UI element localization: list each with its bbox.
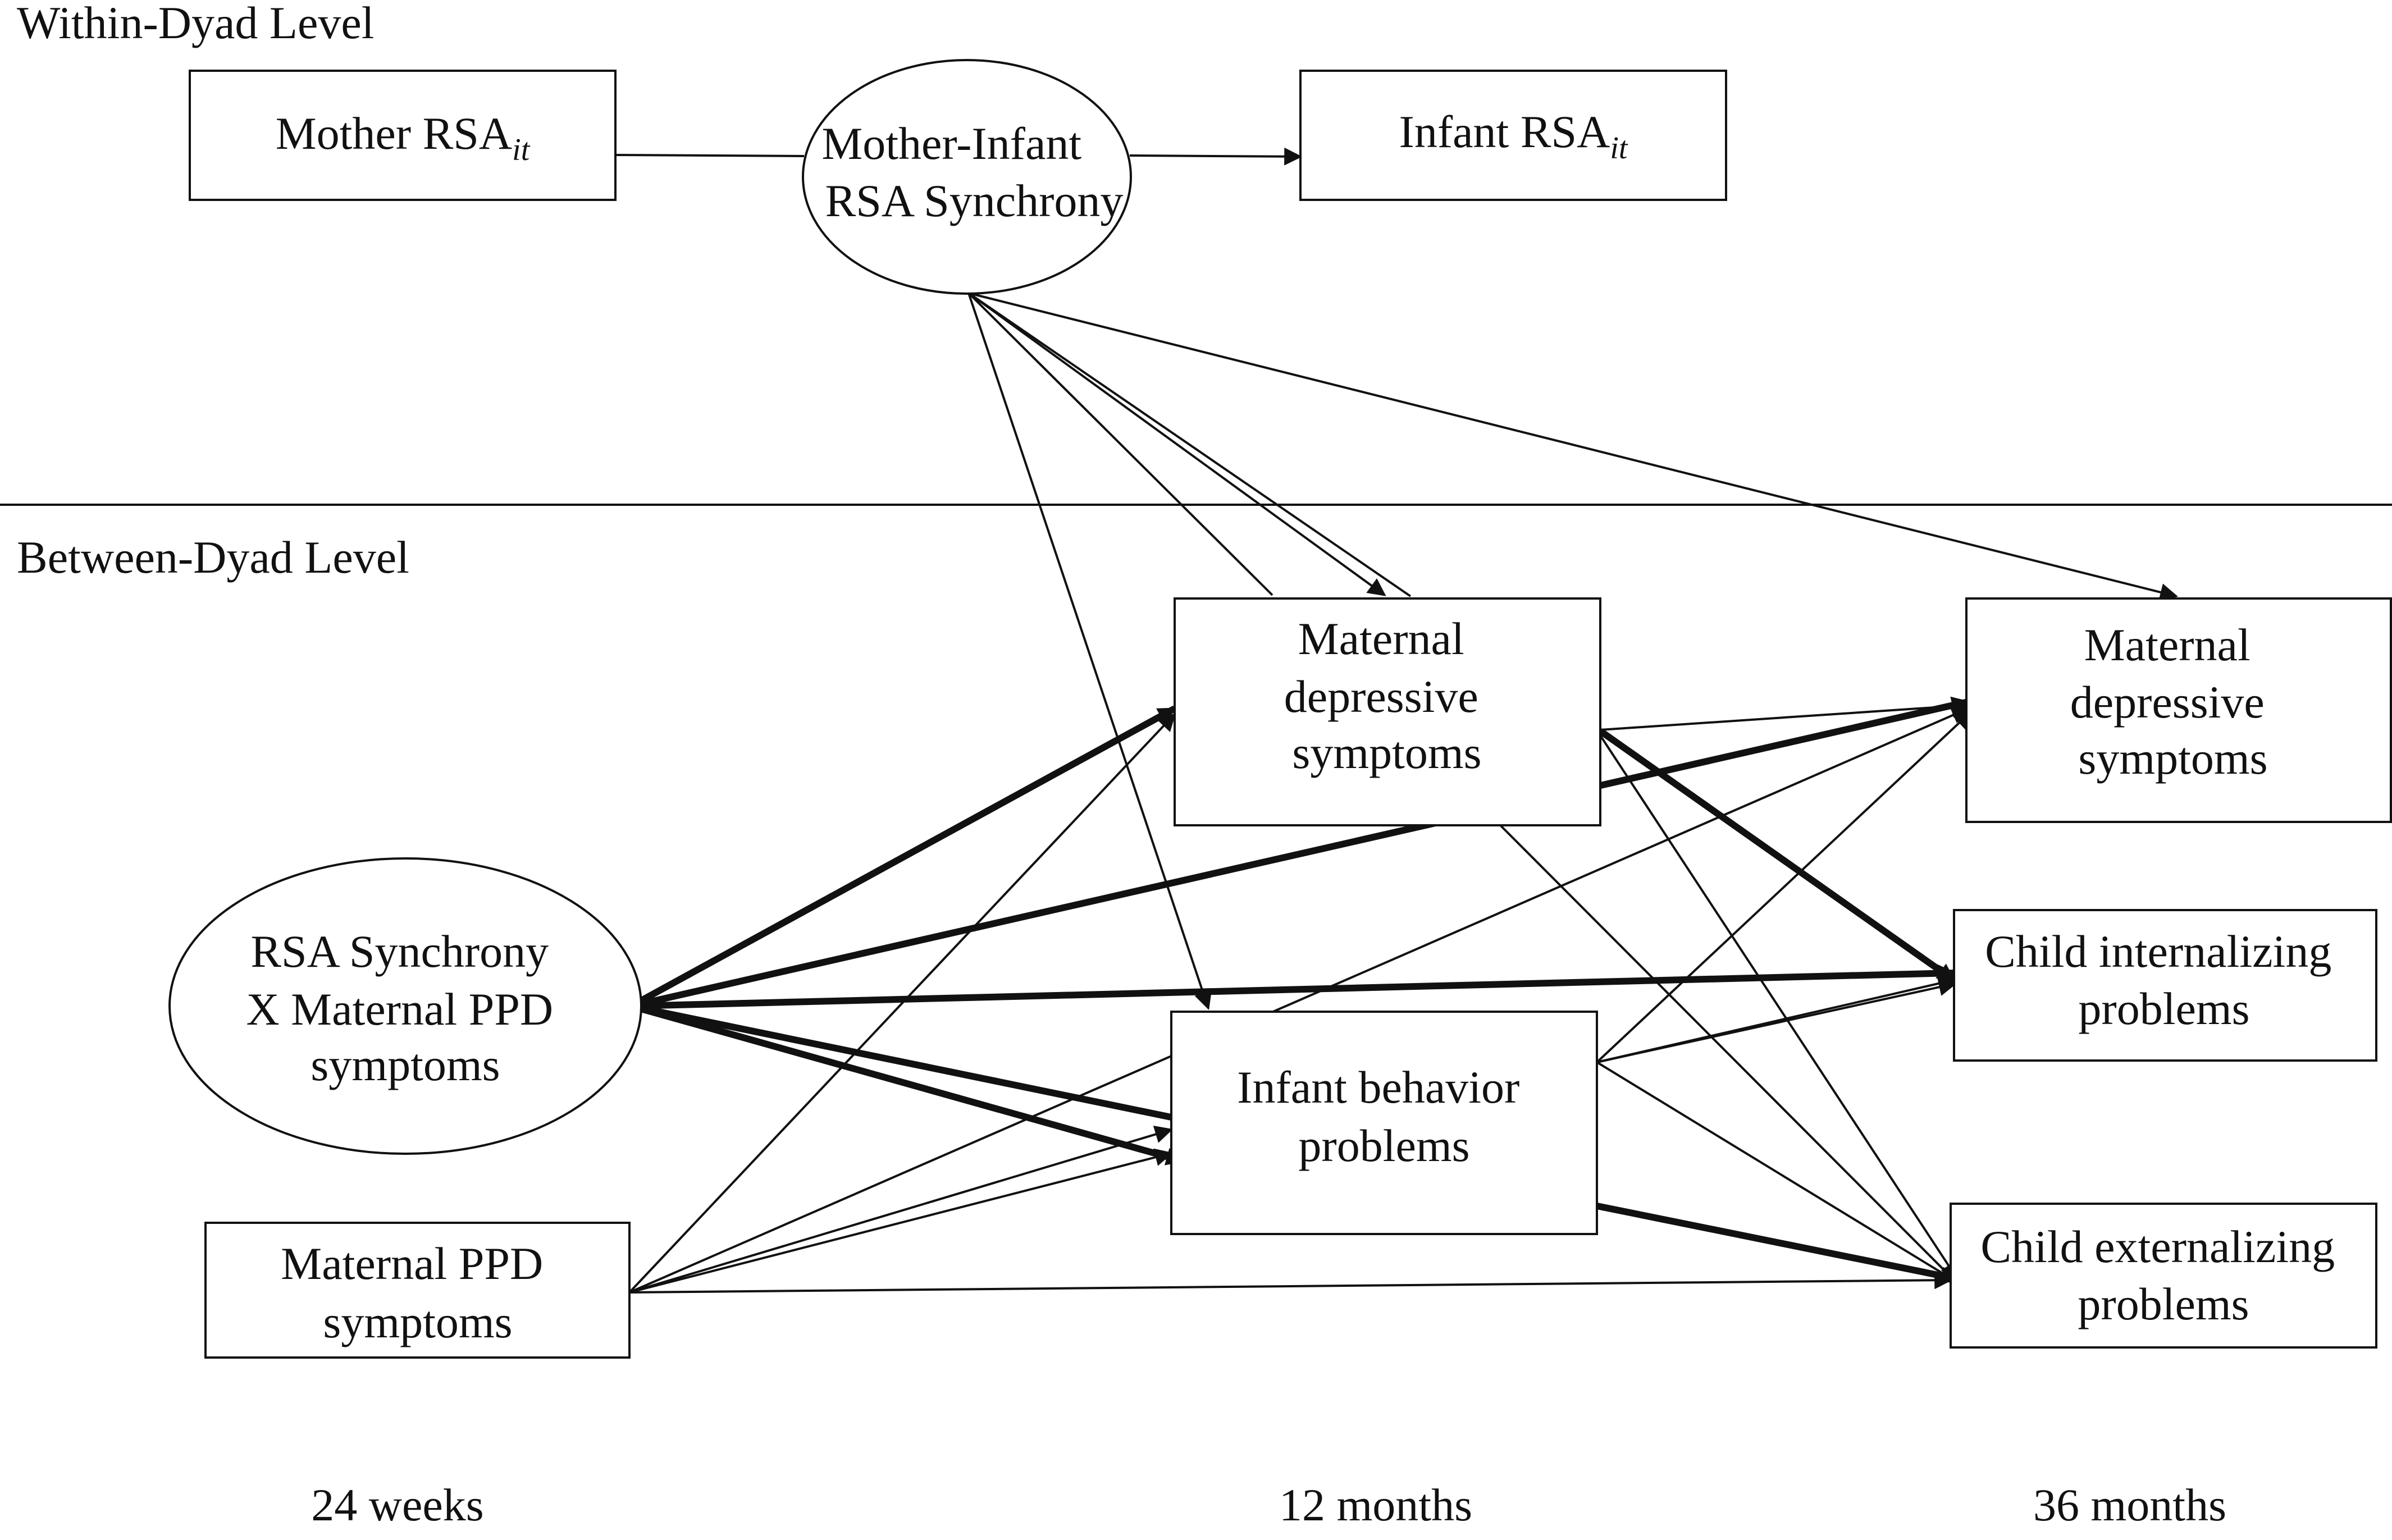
svg-text:Maternal depressive: Maternal depressive symptoms (1284, 613, 1490, 778)
child-internalizing-node: Child internalizing problems (1953, 909, 2377, 1062)
path-arrows (615, 147, 2179, 1294)
path-mother-rsa-to-synchrony (615, 154, 805, 157)
svg-text:RSA Synchrony X Maternal: RSA Synchrony X Maternal PPD symptoms (246, 926, 564, 1090)
synchrony-line-1: Mother-Infant (821, 118, 1081, 169)
mat-dep-12-line-2: depressive (1284, 671, 1478, 722)
interaction-node: RSA Synchrony X Maternal PPD symptoms (168, 857, 642, 1155)
path-sync-to-matdep12-a (967, 292, 1273, 596)
svg-text:Child internalizing prob: Child internalizing problems (1985, 926, 2343, 1034)
infant-rsa-subscript: it (1610, 131, 1628, 166)
mother-rsa-label: Mother RSA (276, 108, 512, 159)
mat-dep-36-line-3: symptoms (2078, 733, 2267, 784)
path-ppd-to-infant-beh-a (629, 1125, 1174, 1294)
infant-behavior-node: Infant behavior problems (1170, 1011, 1598, 1235)
path-sync-to-matdep12-b (967, 292, 1386, 596)
svg-text:Maternal depressive: Maternal depressive symptoms (2070, 619, 2276, 784)
mother-rsa-subscript: it (512, 132, 531, 167)
path-int-to-infant-beh-a (630, 1003, 1172, 1121)
ppd-line-2: symptoms (323, 1296, 512, 1347)
path-infant-beh-to-child-ext-b (1596, 1203, 1960, 1285)
maternal-depressive-12m-node: Maternal depressive symptoms (1174, 597, 1601, 826)
path-ppd-to-matdep12 (628, 712, 1176, 1294)
mother-rsa-node: Mother RSAit (189, 70, 617, 201)
path-sync-to-infant-beh (967, 293, 1212, 1011)
maternal-depressive-36m-node: Maternal depressive symptoms (1965, 597, 2392, 823)
mat-dep-36-line-2: depressive (2070, 677, 2265, 728)
svg-text:Maternal PPD symptoms: Maternal PPD symptoms (281, 1238, 554, 1347)
path-infant-beh-to-child-int-b (1596, 978, 1957, 1063)
path-int-to-matdep36 (630, 696, 1970, 1009)
ppd-line-1: Maternal PPD (281, 1238, 543, 1289)
path-int-to-child-int (631, 964, 1956, 1009)
interaction-line-1: RSA Synchrony (250, 926, 549, 977)
child-ext-line-2: problems (2078, 1278, 2249, 1329)
path-matdep12-to-child-ext-a (1599, 734, 1959, 1281)
infant-rsa-label: Infant RSA (1399, 106, 1610, 157)
interaction-line-2: X Maternal PPD (246, 984, 553, 1035)
infant-rsa-node: Infant RSAit (1299, 70, 1727, 201)
path-ppd-to-infant-beh-b (629, 1148, 1174, 1294)
path-matdep12-to-matdep36 (1600, 697, 1970, 731)
between-dyad-label: Between-Dyad Level (17, 532, 409, 583)
svg-text:Infant RSAit: Infant RSAit (1399, 106, 1628, 166)
mat-dep-36-line-1: Maternal (2084, 619, 2251, 670)
synchrony-line-2: RSA Synchrony (825, 175, 1124, 226)
path-matdep12-to-child-ext-b (1499, 824, 1959, 1285)
path-matdep12-to-child-int (1598, 728, 1956, 983)
mat-dep-12-line-3: symptoms (1292, 727, 1481, 778)
synchrony-node: Mother-Infant RSA Synchrony (802, 59, 1132, 295)
infant-beh-line-1: Infant behavior (1237, 1062, 1519, 1113)
svg-text:Mother RSAit: Mother RSAit (276, 108, 531, 167)
path-infant-beh-to-matdep36 (1596, 710, 1973, 1063)
path-sync-to-matdep12-c (967, 292, 1412, 597)
svg-text:Child externalizing prob: Child externalizing problems (1980, 1221, 2346, 1329)
child-externalizing-node: Child externalizing problems (1950, 1203, 2377, 1349)
timepoint-24-weeks: 24 weeks (311, 1479, 483, 1530)
timepoint-12-months: 12 months (1279, 1479, 1472, 1530)
child-int-line-1: Child internalizing (1985, 926, 2331, 977)
svg-text:Infant behavior problems: Infant behavior problems (1237, 1062, 1531, 1171)
svg-text:Mother-Infant RSA Synchr: Mother-Infant RSA Synchrony (821, 118, 1123, 226)
ppd-node: Maternal PPD symptoms (204, 1222, 631, 1359)
path-infant-beh-to-child-ext-a (1596, 1061, 1959, 1283)
interaction-line-3: symptoms (311, 1039, 500, 1090)
mat-dep-12-line-1: Maternal (1298, 613, 1464, 664)
path-ppd-to-matdep36 (629, 706, 1970, 1294)
path-sync-to-matdep36 (968, 292, 2179, 601)
child-int-line-2: problems (2078, 983, 2249, 1034)
infant-beh-line-2: problems (1298, 1120, 1469, 1171)
path-int-to-infant-beh-b (630, 1003, 1185, 1166)
timepoint-36-months: 36 months (2033, 1479, 2226, 1530)
child-ext-line-1: Child externalizing (1980, 1221, 2335, 1272)
within-dyad-label: Within-Dyad Level (17, 0, 375, 48)
path-synchrony-to-infant-rsa (1129, 147, 1303, 166)
path-int-to-matdep12 (629, 705, 1176, 1009)
path-ppd-to-child-ext (629, 1271, 1953, 1294)
